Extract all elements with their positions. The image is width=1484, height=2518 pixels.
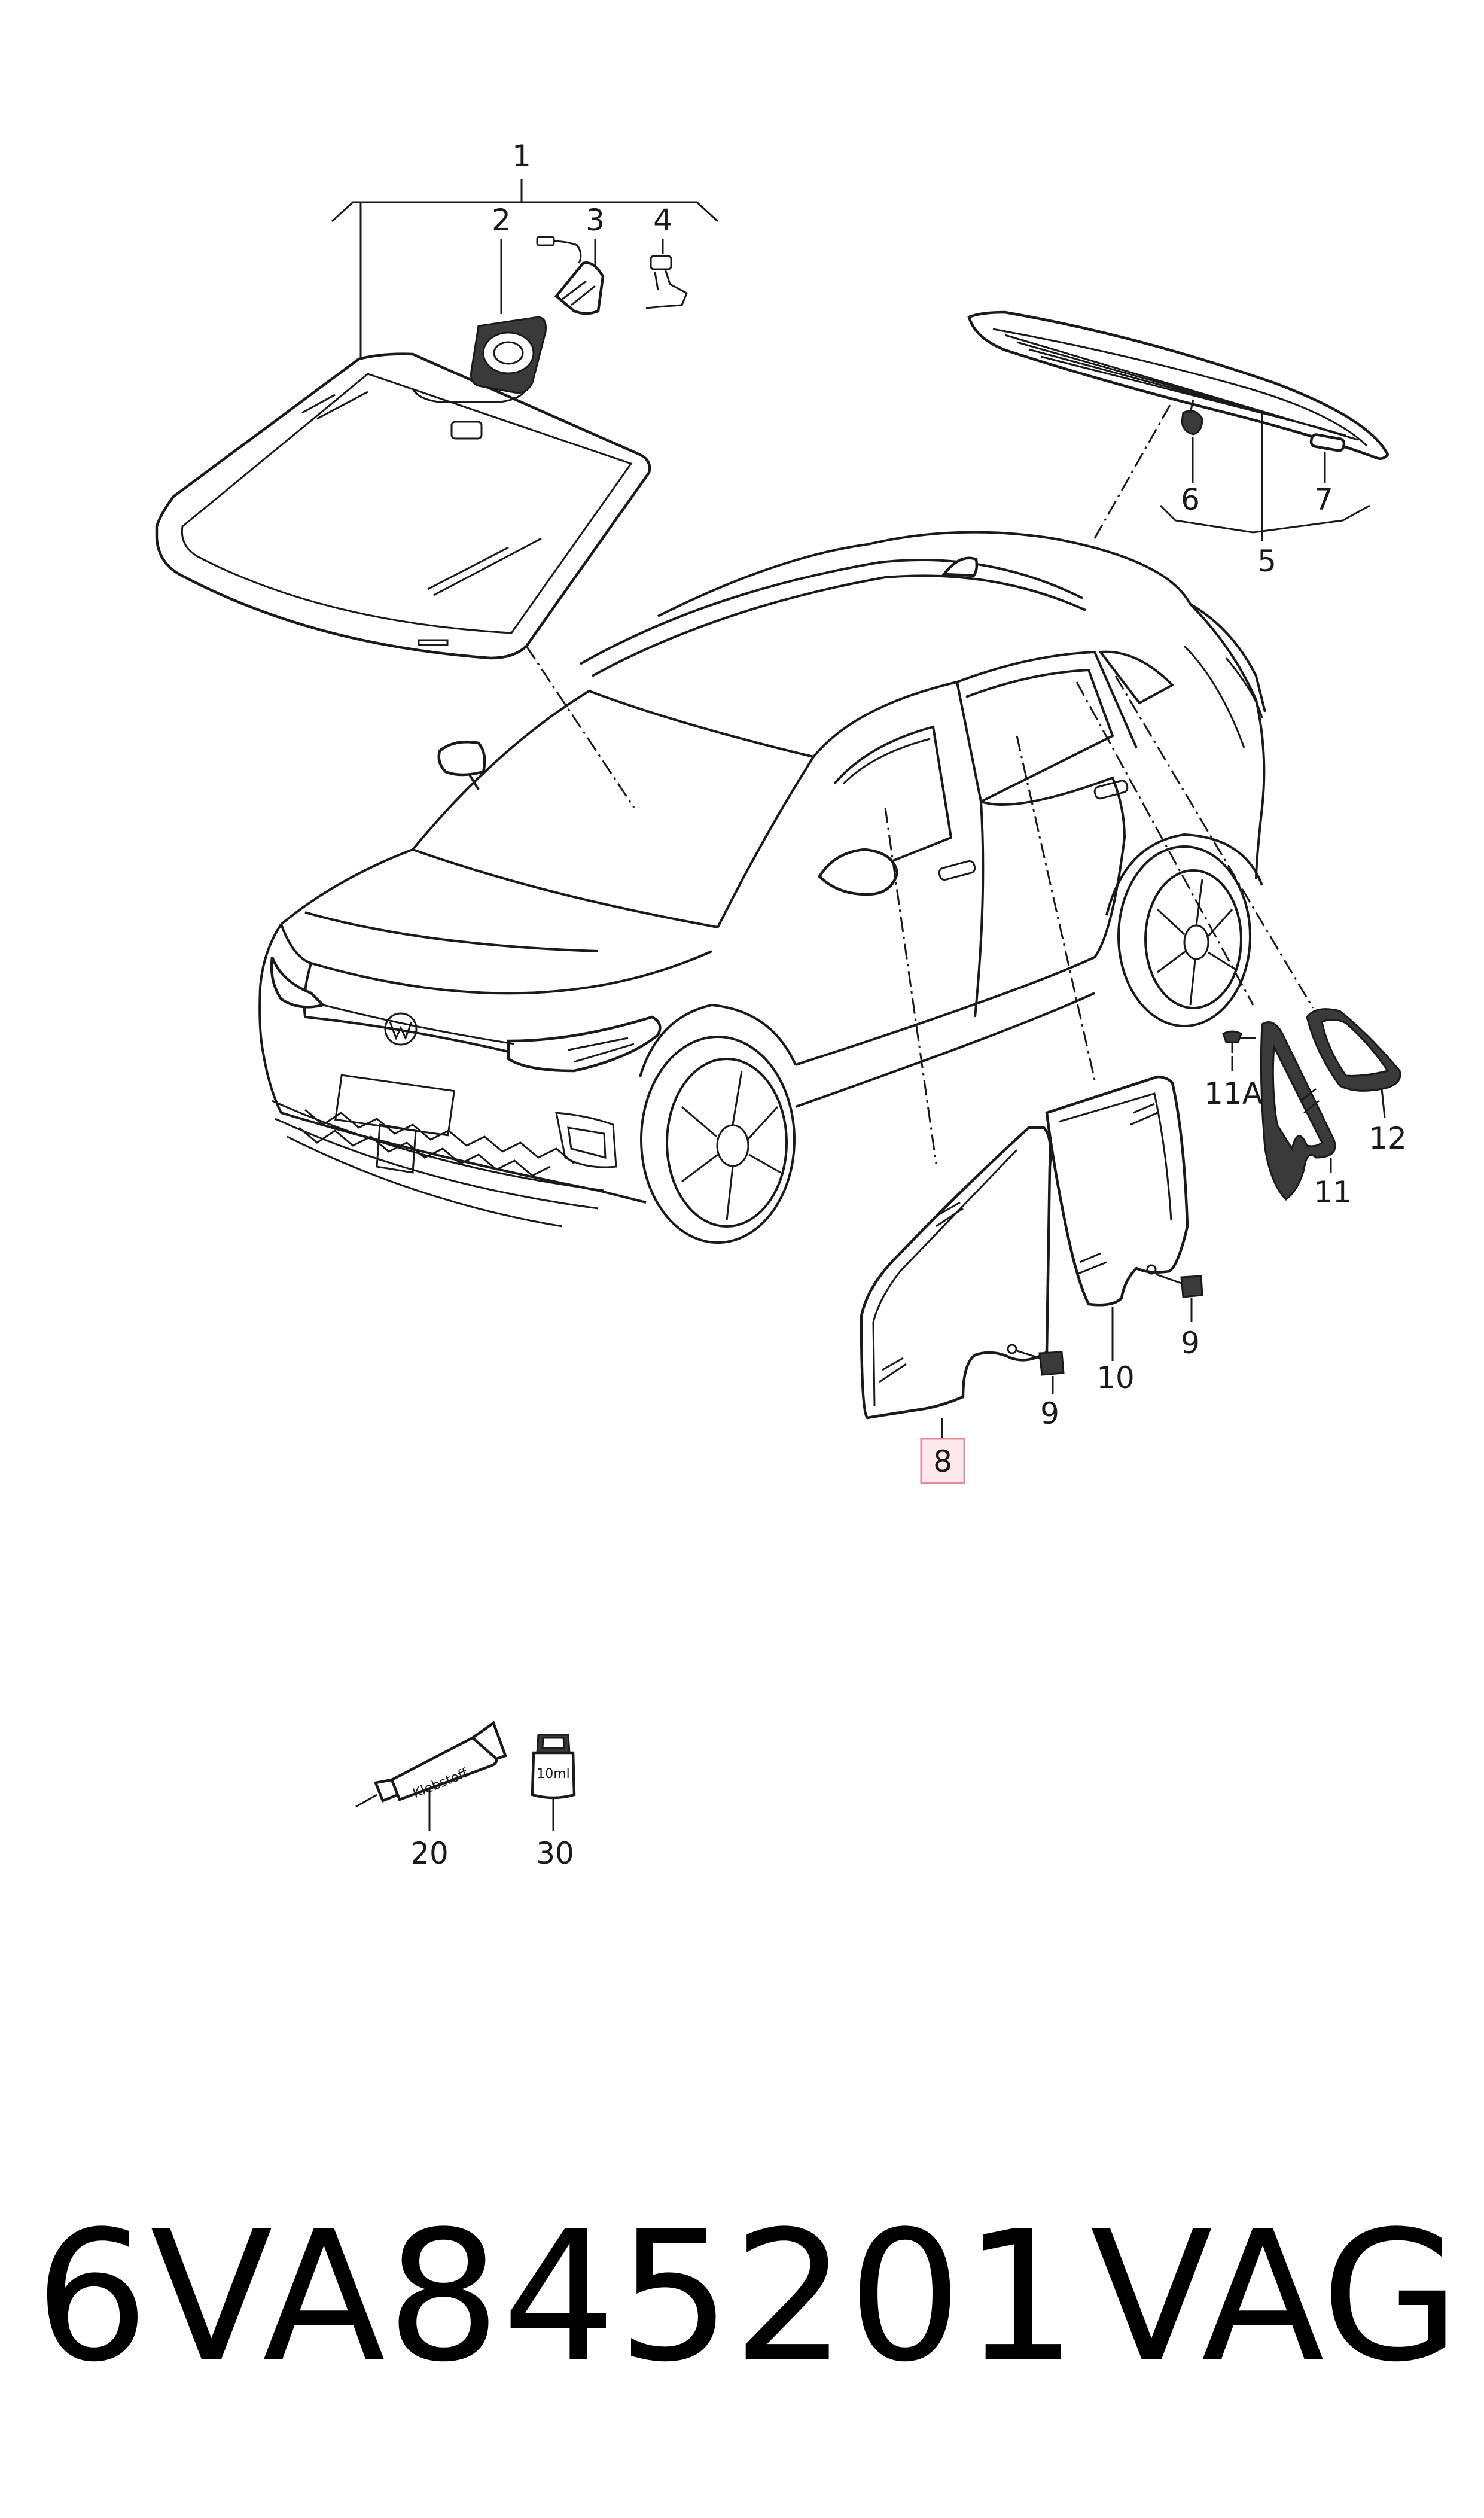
callout-1: 1 <box>512 139 531 173</box>
callout-9b: 9 <box>1181 1326 1200 1360</box>
wiring-harness-3 <box>536 236 605 315</box>
front-door-glass <box>860 1126 1052 1420</box>
rear-window <box>967 310 1389 460</box>
callout-30: 30 <box>536 1836 574 1871</box>
callout-5: 5 <box>1257 544 1276 578</box>
rain-sensor-cover <box>470 316 547 394</box>
bottle-label: 10ml <box>537 1767 570 1782</box>
bracket-1 <box>331 179 719 359</box>
brand-label: VAG <box>1090 2193 1460 2401</box>
bolt-9-front <box>1016 1350 1065 1394</box>
leader-windscreen <box>525 646 635 808</box>
callout-11A: 11A <box>1204 1076 1263 1111</box>
adhesive-tube: Klebstoff <box>355 1721 507 1808</box>
rear-door-glass <box>1045 1075 1189 1307</box>
rear-quarter-glass <box>1306 1008 1401 1092</box>
primer-bottle: 10ml <box>531 1734 576 1800</box>
grommet-6 <box>1181 399 1203 436</box>
vehicle-outline <box>258 531 1266 1244</box>
bolt-9-rear <box>1155 1273 1203 1322</box>
callout-9a: 9 <box>1040 1396 1059 1431</box>
windscreen <box>155 352 651 660</box>
clip-7 <box>1309 433 1346 452</box>
callout-11: 11 <box>1314 1175 1352 1210</box>
part-number: 6VA845201 <box>35 2193 1079 2401</box>
connector-4 <box>645 255 688 309</box>
callout-2: 2 <box>492 203 511 238</box>
callout-8: 8 <box>933 1444 952 1479</box>
clip-11A <box>1222 1030 1256 1071</box>
callout-4: 4 <box>653 203 672 238</box>
callout-6: 6 <box>1181 482 1200 517</box>
callout-8-highlight <box>920 1438 965 1484</box>
callout-3: 3 <box>586 203 605 238</box>
quarter-glass <box>1260 1021 1336 1201</box>
callout-10: 10 <box>1096 1360 1135 1395</box>
callout-7: 7 <box>1314 482 1333 517</box>
bracket-5 <box>1159 413 1370 541</box>
callout-12: 12 <box>1369 1121 1407 1156</box>
callout-20: 20 <box>410 1836 449 1871</box>
